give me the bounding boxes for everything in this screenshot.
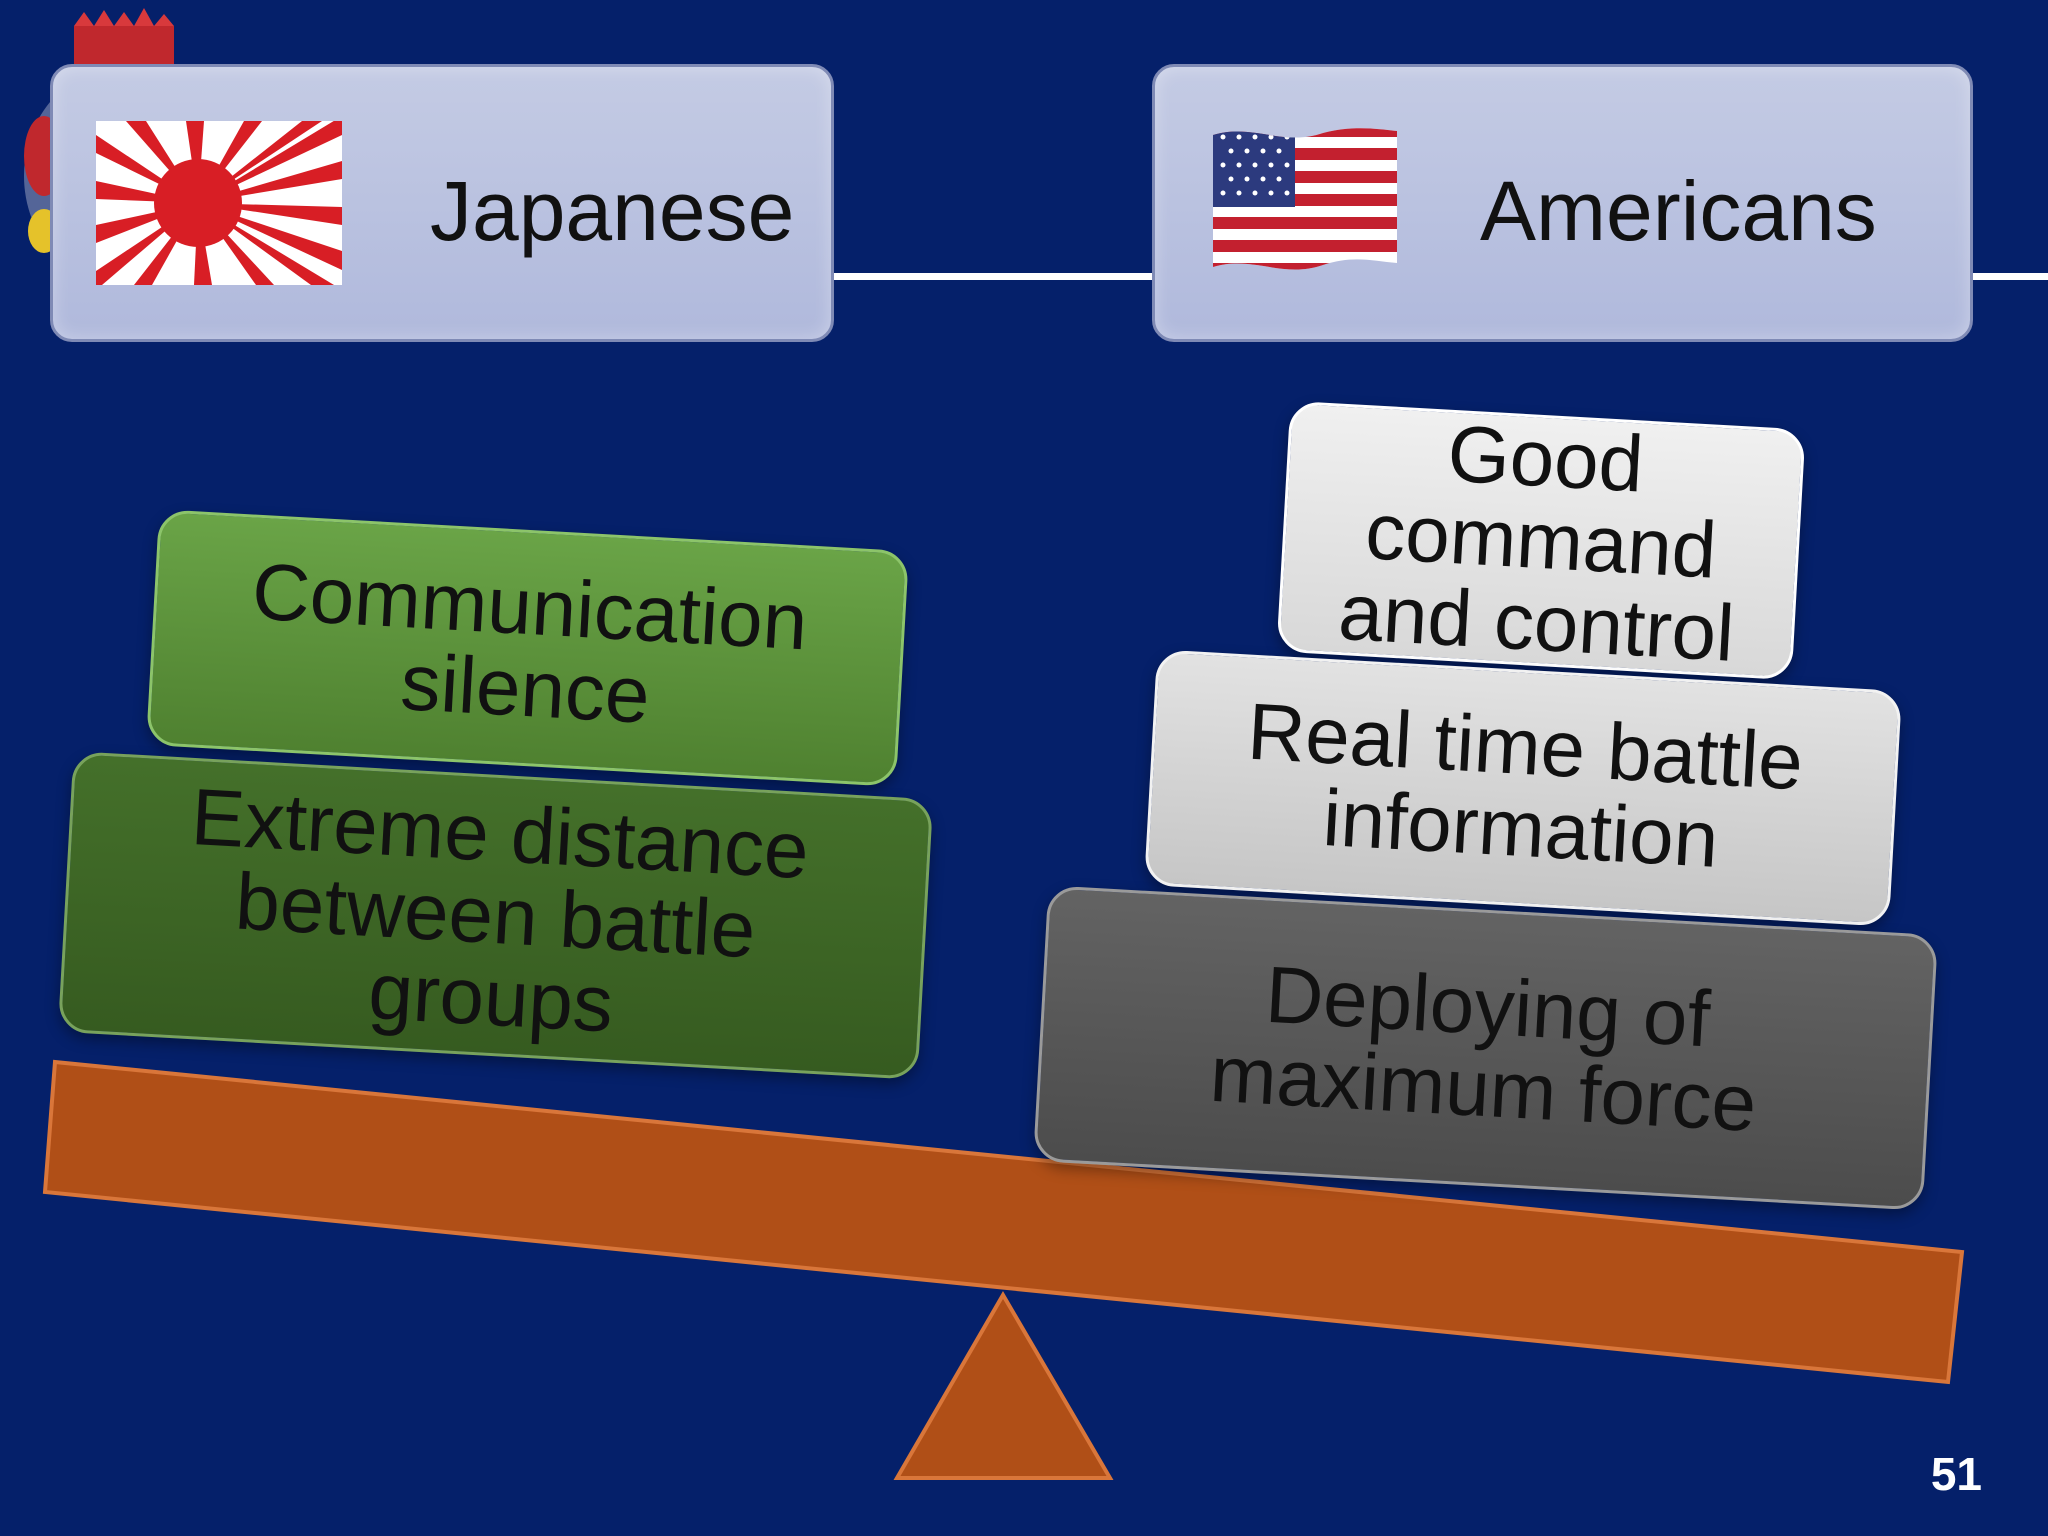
japanese-label: Japanese	[430, 164, 795, 258]
rising-sun-flag-icon	[96, 121, 342, 285]
factor-extreme-distance: Extreme distance between battle groups	[57, 751, 934, 1080]
japanese-header: Japanese	[50, 64, 834, 342]
factor-label: Deploying of maximum force	[1207, 949, 1759, 1149]
page-number: 51	[1930, 1448, 1982, 1500]
factor-command-and-control: Good command and control	[1276, 400, 1806, 681]
factor-real-time-information: Real time battle information	[1143, 649, 1903, 927]
us-flag-icon	[1213, 128, 1397, 270]
factor-label: Extreme distance between battle groups	[189, 771, 812, 1049]
americans-header: Americans	[1152, 64, 1973, 342]
factor-label: Communication silence	[249, 546, 810, 740]
balance-beam	[42, 1059, 1965, 1385]
factor-communication-silence: Communication silence	[145, 509, 910, 787]
americans-label: Americans	[1480, 164, 1877, 258]
fulcrum-triangle	[893, 1291, 1114, 1480]
factor-maximum-force: Deploying of maximum force	[1032, 885, 1939, 1211]
factor-label: Good command and control	[1336, 408, 1737, 678]
factor-label: Real time battle information	[1245, 686, 1806, 884]
